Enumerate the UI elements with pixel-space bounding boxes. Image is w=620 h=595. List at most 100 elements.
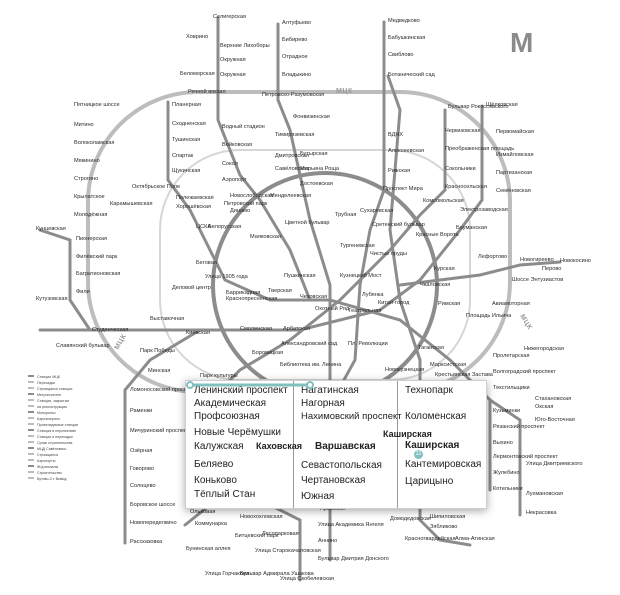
station-label[interactable]: Площадь Ильича	[466, 313, 512, 319]
station-label[interactable]: ЦСКА	[196, 224, 211, 230]
station-label[interactable]: Улица Старокачаловская	[255, 548, 321, 554]
station-label[interactable]: Беломорская	[180, 71, 215, 77]
callout-station-varshavskaya[interactable]: Варшавская	[315, 441, 376, 452]
callout-station[interactable]: Коньково	[194, 475, 237, 486]
station-label[interactable]: Крылатское	[74, 194, 105, 200]
station-label[interactable]: Тушинская	[172, 137, 200, 143]
station-label[interactable]: Водный стадион	[222, 123, 265, 130]
station-label[interactable]: Аэропорт	[222, 177, 247, 183]
callout-station[interactable]: Нахимовский проспект	[301, 411, 402, 422]
station-label[interactable]: Отрадное	[282, 54, 308, 60]
station-label[interactable]: Бульвар Адмирала Ушакова	[240, 571, 315, 577]
station-label[interactable]: Пионерская	[76, 236, 107, 242]
station-label[interactable]: Краснопресненская	[226, 296, 277, 302]
callout-station-kakhovskaya[interactable]: Каховская	[256, 441, 302, 451]
station-label[interactable]: Митино	[74, 122, 94, 128]
station-label[interactable]: Тургеневская	[340, 243, 375, 249]
station-label[interactable]: Рязанский проспект	[493, 423, 545, 430]
station-label[interactable]: Деловой центр	[172, 284, 211, 291]
station-label[interactable]: Домодедовская	[390, 516, 431, 522]
station-label[interactable]: Чеховская	[300, 294, 327, 300]
station-label[interactable]: Комсомольская	[423, 198, 464, 204]
station-label[interactable]: Лухмановская	[526, 491, 563, 497]
station-label[interactable]: Боровское шоссе	[130, 502, 175, 508]
station-label[interactable]: Арбатская	[283, 326, 310, 332]
station-label[interactable]: Пл. Революции	[348, 341, 388, 347]
callout-station-kashirskaya-top[interactable]: Каширская	[383, 429, 432, 439]
callout-station[interactable]: Коломенская	[405, 411, 467, 422]
station-label[interactable]: Таганская	[418, 345, 444, 351]
station-label[interactable]: Улица Скобелевская	[280, 576, 334, 582]
station-label[interactable]: Выхино	[493, 440, 513, 446]
station-label[interactable]: Филёвский парк	[76, 253, 118, 260]
station-label[interactable]: Рассказовка	[130, 539, 163, 545]
station-label[interactable]: Котельники	[493, 486, 523, 492]
station-label[interactable]: Пролетарская	[493, 353, 530, 359]
station-label[interactable]: Преображенская площадь	[445, 146, 514, 152]
station-label[interactable]: Фонвизинская	[293, 114, 330, 120]
station-label[interactable]: Фили	[76, 289, 90, 295]
station-label[interactable]: Марксистская	[430, 362, 466, 368]
station-label[interactable]: Достоевская	[300, 181, 333, 187]
station-label[interactable]: Первомайская	[496, 128, 534, 135]
station-label[interactable]: Спартак	[172, 153, 194, 159]
callout-station[interactable]: Калужская	[194, 441, 244, 452]
station-label[interactable]: Парк Победы	[140, 348, 175, 354]
callout-station[interactable]: Царицыно	[405, 476, 454, 487]
station-label[interactable]: Красные Ворота	[416, 232, 459, 238]
station-label[interactable]: Некрасовка	[526, 510, 557, 516]
station-label[interactable]: Медведково	[388, 18, 420, 24]
station-label[interactable]: Битцевский парк	[235, 532, 279, 539]
station-label[interactable]: Театральная	[348, 308, 381, 314]
station-label[interactable]: Лубянка	[362, 292, 384, 298]
station-label[interactable]: Измайловская	[496, 151, 534, 158]
callout-station[interactable]: Южная	[301, 491, 335, 502]
station-label[interactable]: Текстильщики	[493, 385, 530, 391]
station-label[interactable]: Сокол	[222, 161, 238, 167]
callout-station[interactable]: Нагатинская	[301, 385, 359, 396]
station-label[interactable]: Бульвар Рокоссовского	[448, 104, 508, 110]
station-label[interactable]: Щёлковская	[486, 102, 518, 108]
station-label[interactable]: Китай-город	[378, 299, 410, 306]
station-label[interactable]: Парк культуры	[200, 373, 238, 379]
station-label[interactable]: Улица Дмитриевского	[526, 461, 582, 467]
station-label[interactable]: Селигерская	[213, 14, 246, 20]
station-label[interactable]: Волгоградский проспект	[493, 368, 556, 375]
station-label[interactable]: Проспект Мира	[383, 186, 424, 192]
station-label[interactable]: Войковская	[222, 141, 252, 148]
station-label[interactable]: Пражская	[320, 506, 346, 512]
station-label[interactable]: Петровско-Разумовская	[262, 92, 324, 98]
station-label[interactable]: Перово	[542, 266, 561, 272]
station-label[interactable]: Молодёжная	[74, 212, 107, 218]
station-label[interactable]: Нижегородская	[524, 346, 564, 352]
callout-station[interactable]: Новые Черёмушки	[194, 427, 281, 438]
station-label[interactable]: Красносельская	[445, 184, 487, 190]
station-label[interactable]: Чкаловская	[420, 282, 450, 288]
station-label[interactable]: Щукинская	[172, 168, 200, 174]
station-label[interactable]: Киевская	[186, 330, 210, 336]
station-label[interactable]: Сретенский бульвар	[372, 221, 425, 228]
callout-station[interactable]: Кантемировская	[405, 459, 482, 470]
station-label[interactable]: Мякинино	[74, 158, 100, 164]
station-label[interactable]: Новокузнецкая	[385, 367, 424, 373]
callout-station-kashirskaya[interactable]: Каширская	[405, 440, 460, 451]
station-label[interactable]: Бауманская	[456, 225, 487, 231]
station-label[interactable]: Планерная	[172, 102, 201, 108]
callout-station[interactable]: Академическая	[194, 398, 267, 409]
station-label[interactable]: Ботанический сад	[388, 71, 435, 78]
callout-station[interactable]: Нагорная	[301, 398, 345, 409]
callout-station[interactable]: Беляево	[194, 459, 234, 470]
station-label[interactable]: Солнцево	[130, 483, 156, 489]
station-label[interactable]: Белорусская	[208, 224, 241, 230]
station-label[interactable]: Смоленская	[240, 326, 272, 332]
station-label[interactable]: Ломоносовский проспект	[130, 386, 196, 393]
callout-station[interactable]: Тёплый Стан	[194, 489, 256, 500]
station-label[interactable]: Библиотека им. Ленина	[280, 362, 342, 368]
station-label[interactable]: Новокосино	[560, 258, 591, 264]
station-label[interactable]: Ховрино	[186, 34, 208, 40]
station-label[interactable]: Партизанская	[496, 170, 532, 176]
station-label[interactable]: Жулебино	[493, 470, 520, 476]
station-label[interactable]: Кунцевская	[36, 226, 66, 232]
station-label[interactable]: Красногвардейская	[405, 535, 456, 542]
station-label[interactable]: Новохохловская	[240, 514, 283, 520]
